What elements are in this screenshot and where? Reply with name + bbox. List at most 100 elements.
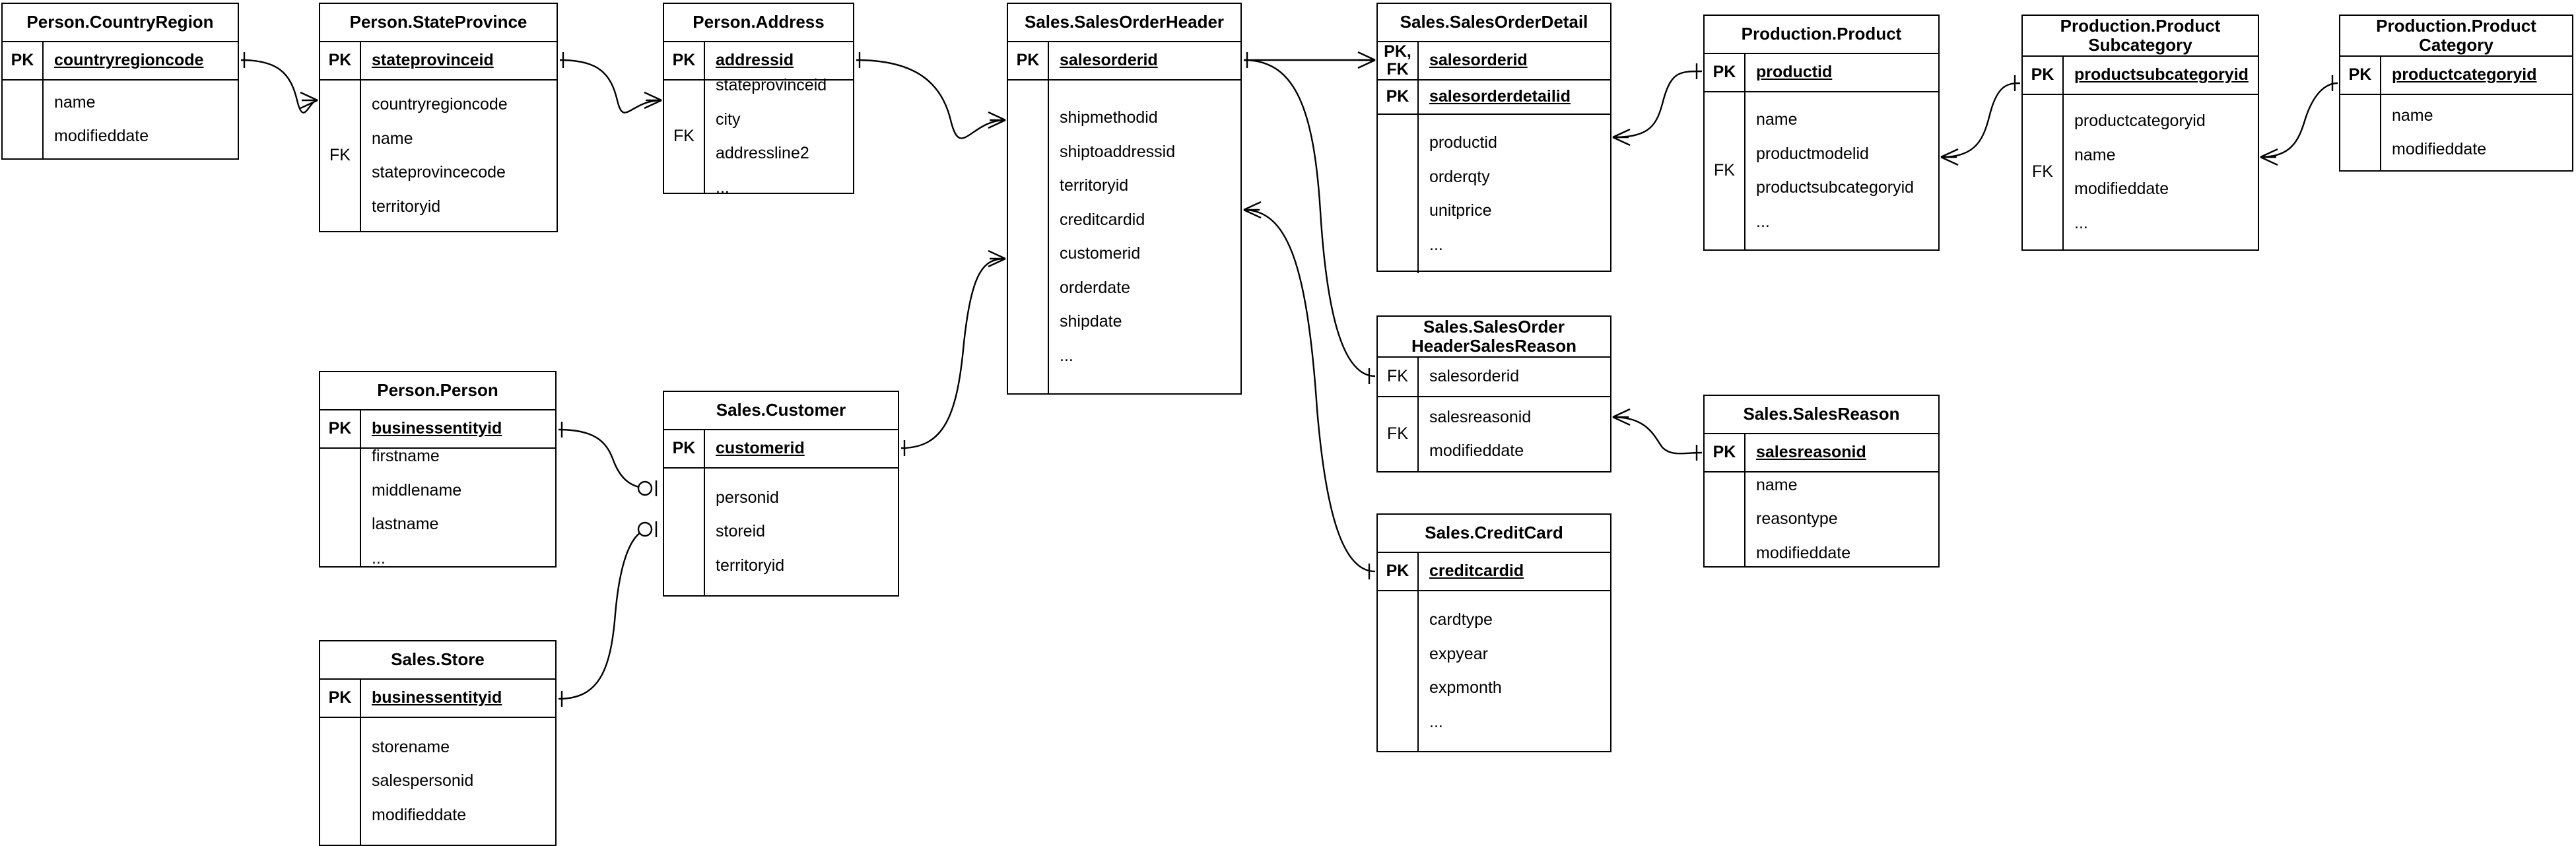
attribute-list: productcategoryid: [2381, 57, 2572, 94]
attribute: productcategoryid: [2074, 112, 2206, 130]
key-label: FK: [320, 81, 361, 231]
attribute: name: [1756, 475, 1798, 494]
attribute: personid: [716, 488, 779, 507]
primary-key-attribute: businessentityid: [372, 688, 502, 707]
attribute-list: stateprovinceid: [361, 42, 557, 79]
key-label: PK: [2340, 57, 2381, 94]
key-label: [1008, 81, 1049, 393]
primary-key-attribute: customerid: [716, 439, 805, 458]
key-label: PK: [320, 410, 361, 447]
attribute: salesreasonid: [1429, 407, 1532, 426]
key-label: PK: [1008, 42, 1049, 79]
attribute: storeid: [716, 522, 766, 541]
attribute-group: PK businessentityid: [320, 680, 555, 718]
primary-key-attribute: salesorderdetailid: [1429, 87, 1571, 106]
entity-title: Sales.SalesOrderDetail: [1378, 4, 1610, 42]
key-label: PK: [1705, 434, 1746, 471]
attribute-list: countryregioncode: [44, 42, 238, 79]
attribute: shipmethodid: [1060, 108, 1158, 127]
attribute-group: personid storeid territoryid: [664, 469, 898, 595]
attribute: name: [372, 129, 413, 148]
attribute: shiptoaddressid: [1060, 142, 1176, 161]
relationship-productsubcategory-productcategory: [2260, 75, 2338, 166]
attribute-list: salesorderdetailid: [1419, 81, 1610, 114]
attribute-group: PK businessentityid: [320, 410, 555, 449]
primary-key-attribute: creditcardid: [1429, 562, 1524, 581]
attribute-list: salesorderid: [1419, 42, 1610, 79]
primary-key-attribute: salesorderid: [1060, 51, 1158, 70]
key-label: FK: [2023, 95, 2064, 249]
attribute: ...: [2074, 213, 2088, 232]
primary-key-attribute: productcategoryid: [2392, 65, 2537, 84]
key-label: [3, 81, 44, 158]
attribute: name: [54, 92, 96, 112]
attribute-group: PK stateprovinceid: [320, 42, 557, 81]
attribute: expmonth: [1429, 678, 1502, 697]
entity-title: Sales.CreditCard: [1378, 515, 1610, 553]
key-label: PK: [320, 42, 361, 79]
attribute-group: PK productcategoryid: [2340, 57, 2572, 95]
relationship-customer-salesorderheader: [900, 249, 1006, 456]
attribute: firstname: [372, 447, 440, 465]
key-label: PK: [664, 42, 705, 79]
primary-key-attribute: salesorderid: [1429, 51, 1528, 70]
key-label: PK: [1378, 81, 1419, 114]
key-label: FK: [664, 81, 705, 193]
key-label: [1378, 115, 1419, 273]
attribute-list: salesorderid: [1419, 358, 1610, 396]
attribute: territoryid: [1060, 176, 1129, 195]
attribute: territoryid: [716, 556, 785, 575]
attribute: territoryid: [372, 197, 441, 216]
attribute-list: businessentityid: [361, 410, 555, 447]
key-label: FK: [1378, 358, 1419, 396]
attribute-group: PK salesorderid: [1008, 42, 1240, 81]
entity-title: Sales.SalesOrder HeaderSalesReason: [1378, 317, 1610, 358]
attribute-list: salesorderid: [1049, 42, 1240, 79]
attribute: ...: [1429, 235, 1443, 254]
entity-title: Sales.Store: [320, 641, 555, 680]
entity-title: Production.Product: [1705, 16, 1938, 54]
key-label: [1705, 472, 1746, 566]
key-label: FK: [1705, 92, 1746, 249]
primary-key-attribute: productsubcategoryid: [2074, 65, 2249, 84]
relationship-salesorderheader-creditcard: [1243, 201, 1376, 579]
attribute: productid: [1429, 133, 1497, 152]
primary-key-attribute: stateprovinceid: [372, 51, 494, 70]
key-label: PK: [320, 680, 361, 717]
attribute: modifieddate: [1429, 441, 1524, 460]
key-label: [2340, 95, 2381, 170]
attribute-list: customerid: [705, 430, 898, 467]
attribute: name: [1756, 110, 1798, 129]
primary-key-attribute: businessentityid: [372, 419, 502, 438]
attribute: modifieddate: [372, 805, 467, 824]
